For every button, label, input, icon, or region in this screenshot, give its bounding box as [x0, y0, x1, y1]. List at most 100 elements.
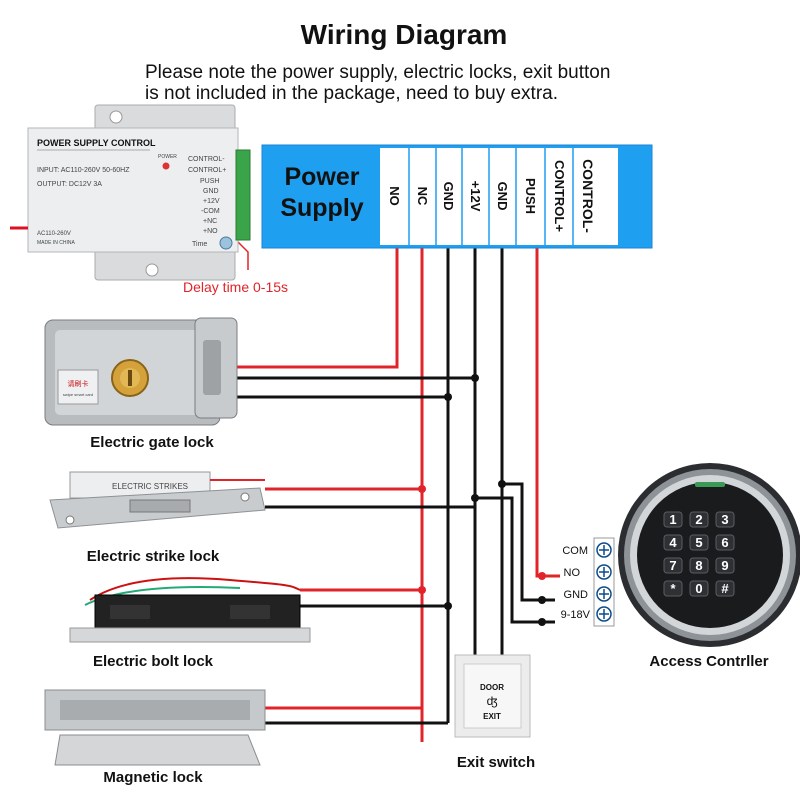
access-controller: 1 2 3 4 5 6 7 8 9 * 0 #	[618, 463, 800, 647]
ctrl-terminal-gnd: GND	[564, 589, 589, 601]
bolt-lock-label: Electric bolt lock	[93, 653, 214, 670]
junction-dot	[444, 393, 452, 401]
svg-text:+NC: +NC	[203, 218, 217, 225]
electric-strike-lock: ELECTRIC STRIKES	[49, 471, 266, 529]
psu-power-label: POWER	[158, 154, 177, 160]
keypad-key-label: 7	[669, 558, 676, 573]
terminal-push: PUSH	[523, 178, 538, 214]
keypad-key[interactable]: 9	[715, 557, 735, 574]
keypad-key[interactable]: *	[663, 580, 683, 597]
power-box-terminals: NO NC GND +12V GND PUSH CONTROL+ CONTROL…	[387, 159, 596, 233]
gate-lock-sticker: 请刷卡	[68, 379, 89, 388]
keypad-key-label: 0	[695, 581, 702, 596]
keypad-key-label: 9	[721, 558, 728, 573]
junction-dot	[444, 602, 452, 610]
terminal-gnd-1: GND	[441, 182, 456, 211]
svg-text:+NO: +NO	[203, 228, 218, 235]
psu-input: INPUT: AC110-260V 50-60HZ	[37, 167, 130, 174]
junction-dot	[418, 586, 426, 594]
psu-time: Time	[192, 241, 207, 248]
keypad-key-label: 4	[669, 535, 677, 550]
delay-wire	[237, 241, 249, 270]
note-line-1: Please note the power supply, electric l…	[145, 62, 610, 83]
svg-text:CONTROL+: CONTROL+	[188, 167, 226, 174]
terminal-nc: NC	[415, 187, 430, 206]
terminal-12v: +12V	[468, 181, 483, 212]
gate-lock-label: Electric gate lock	[90, 434, 214, 451]
plus-screw-icon	[596, 542, 612, 622]
magnetic-lock	[44, 689, 266, 766]
keypad-key-label: 6	[721, 535, 728, 550]
keypad: 1 2 3 4 5 6 7 8 9 * 0 #	[663, 511, 735, 597]
time-knob-icon	[219, 236, 233, 250]
terminal-gnd-2: GND	[495, 182, 510, 211]
power-supply-device: POWER SUPPLY CONTROL INPUT: AC110-260V 5…	[10, 104, 251, 281]
junction-dot	[418, 485, 426, 493]
wire-12v	[473, 248, 542, 624]
power-led	[162, 162, 170, 170]
svg-text:GND: GND	[203, 188, 219, 195]
svg-text:+12V: +12V	[203, 198, 220, 205]
psu-ac: AC110-260V	[37, 231, 71, 237]
access-controller-label: Access Contrller	[649, 653, 768, 670]
ctrl-terminal-no: NO	[564, 567, 581, 579]
page-title: Wiring Diagram	[301, 19, 508, 50]
psu-header: POWER SUPPLY CONTROL	[37, 138, 156, 148]
delay-note: Delay time 0-15s	[183, 279, 288, 295]
keypad-key[interactable]: #	[715, 580, 735, 597]
note-line-2: is not included in the package, need to …	[145, 83, 558, 104]
keypad-key[interactable]: 4	[663, 534, 683, 551]
terminal-control-minus: CONTROL-	[580, 159, 596, 233]
svg-text:PUSH: PUSH	[200, 178, 219, 185]
svg-text:-COM: -COM	[201, 208, 220, 215]
electric-bolt-lock	[69, 577, 311, 643]
gate-lock-sticker-sub: swipe smart card	[63, 392, 93, 397]
wire-gnd-2	[500, 248, 542, 602]
svg-text:CONTROL-: CONTROL-	[188, 156, 225, 163]
junction-dot	[471, 374, 479, 382]
keypad-key[interactable]: 7	[663, 557, 683, 574]
psu-output: OUTPUT: DC12V 3A	[37, 181, 102, 188]
junction-dot	[471, 494, 479, 502]
psu-made: MADE IN CHINA	[37, 240, 75, 246]
keypad-key-label: *	[670, 581, 676, 596]
keypad-key[interactable]: 3	[715, 511, 735, 528]
keypad-key-label: 1	[669, 512, 676, 527]
keypad-key-label: #	[721, 581, 729, 596]
psu-terminal-labels: CONTROL- CONTROL+ PUSH GND +12V -COM +NC…	[188, 156, 226, 235]
keypad-key[interactable]: 5	[689, 534, 709, 551]
power-supply-box: Power Supply NO NC GND +12V GND PUSH CON…	[261, 144, 653, 249]
keypad-key-label: 5	[695, 535, 702, 550]
exit-switch-label: Exit switch	[457, 754, 535, 771]
wire-push	[535, 248, 542, 578]
power-box-title-1: Power	[284, 163, 359, 191]
exit-top-text: DOOR	[480, 683, 504, 692]
strike-lock-text: ELECTRIC STRIKES	[112, 482, 188, 491]
exit-bottom-text: EXIT	[483, 712, 501, 721]
wire-no	[235, 248, 399, 369]
keypad-key[interactable]: 8	[689, 557, 709, 574]
wires	[235, 241, 542, 742]
keypad-key-label: 3	[721, 512, 728, 527]
power-box-title-2: Supply	[280, 194, 363, 222]
keypad-key[interactable]: 0	[689, 580, 709, 597]
electric-gate-lock: 请刷卡 swipe smart card	[44, 317, 238, 426]
keypad-key[interactable]: 2	[689, 511, 709, 528]
keypad-key-label: 8	[695, 558, 702, 573]
key-icon: ʤ	[487, 694, 498, 708]
ctrl-terminal-com: COM	[562, 545, 588, 557]
magnetic-lock-label: Magnetic lock	[103, 769, 203, 786]
ctrl-terminal-vin: 9-18V	[561, 609, 591, 621]
junction-dot	[498, 480, 506, 488]
strike-lock-label: Electric strike lock	[87, 548, 220, 565]
terminal-no: NO	[387, 186, 402, 206]
terminal-control-plus: CONTROL+	[552, 160, 567, 232]
keypad-key[interactable]: 1	[663, 511, 683, 528]
keypad-key[interactable]: 6	[715, 534, 735, 551]
exit-switch: DOOR ʤ EXIT	[454, 654, 531, 738]
controller-terminal-strip: COM NO GND 9-18V	[561, 537, 615, 627]
junctions	[418, 374, 546, 626]
keypad-key-label: 2	[695, 512, 702, 527]
psu-green-terminal	[235, 149, 251, 241]
